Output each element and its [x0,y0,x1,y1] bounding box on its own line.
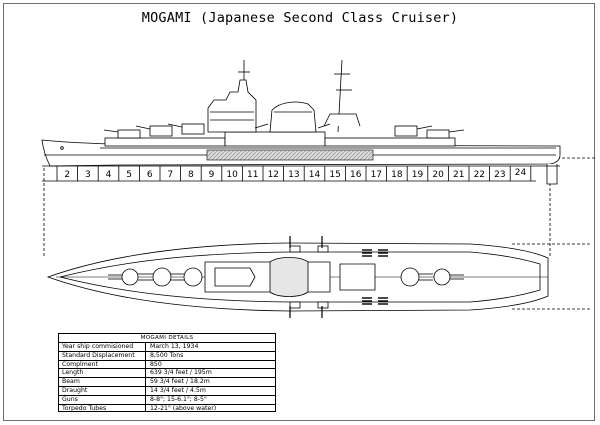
frame-number: 21 [453,170,464,180]
bridge-tower [207,79,257,133]
turret-5-side [426,129,450,139]
turret-2-side [149,125,173,137]
frame-number: 15 [329,170,340,180]
frame-number: 24 [515,168,527,178]
details-row: Complment 850 [59,360,275,370]
frame-number: 6 [147,170,153,180]
turret-2-barrel [135,125,151,130]
details-label: Complment [59,360,146,369]
plan-turret-5 [433,268,464,286]
frame-number: 23 [494,170,505,180]
frame-number: 4 [106,170,112,180]
plan-funnel [269,257,309,297]
turret-3-side [181,123,205,135]
plan-mount-port-1 [289,245,301,253]
turret-4-side [394,125,418,137]
details-label: Length [59,369,146,378]
details-value: 639 3/4 feet / 195m [150,369,212,377]
frame-number: 17 [371,170,382,180]
turret-3-barrel [167,123,183,128]
secondary-gun-2 [317,123,331,129]
aft-deck [324,137,456,147]
details-row: Length 639 3/4 feet / 195m [59,369,275,379]
plan-bridge [214,267,256,287]
frame-number: 13 [288,170,299,180]
details-label: Draught [59,386,146,395]
frame-number: 11 [247,170,258,180]
details-value: 14 3/4 feet / 4.5m [150,386,206,394]
turret-5-barrel [448,129,465,133]
details-row: Standard Displacement 8,500 Tons [59,351,275,361]
frame-number: 10 [226,170,238,180]
turret-4-barrel [416,125,433,130]
side-profile [41,59,596,258]
details-row: Draught 14 3/4 feet / 4.5m [59,386,275,396]
aft-superstructure [323,113,361,127]
plan-mount-stbd-1 [289,301,301,309]
details-table: MOGAMI DETAILS Year ship commisioned Marc… [58,333,276,413]
details-label: Standard Displacement [59,351,146,360]
frame-number: 19 [412,170,424,180]
details-value: 12-21" (above water) [150,404,217,412]
plan-turret-3 [170,267,203,287]
details-label: Beam [59,378,146,386]
details-row: Guns 8-8"; 15-6.1"; 8-5" [59,395,275,405]
turret-1-barrel [103,129,119,133]
plan-turret-2 [138,267,172,287]
frame-number: 8 [188,170,194,180]
frame-number: 2 [64,170,70,180]
frame-number: 9 [209,170,215,180]
plan-mount-port-2 [317,245,329,253]
frame-number: 14 [309,170,321,180]
plan-turret-4 [400,267,433,287]
frame-number: 7 [167,170,173,180]
turret-1-side [117,129,141,139]
frame-ticks [56,166,532,181]
frame-number: 5 [126,170,132,180]
armour-belt [206,149,374,161]
details-label: Torpedo Tubes [59,404,146,413]
details-value: March 13, 1934 [150,343,199,350]
rudder [546,164,558,185]
plan-mount-stbd-2 [317,301,329,309]
frame-number: 22 [474,170,485,180]
plan-view [46,236,590,318]
funnel [269,101,317,133]
details-row: Torpedo Tubes 12-21" (above water) [59,404,275,413]
details-value: 8-8"; 15-6.1"; 8-5" [150,395,207,403]
details-value: 59 3/4 feet / 18.2m [150,378,210,386]
frame-number: 20 [432,170,444,180]
plan-torpedo-tubes [362,249,388,305]
midship-deckhouse [224,131,326,147]
frame-number: 12 [268,170,279,180]
details-value: 850 [150,360,162,368]
details-label: Guns [59,395,146,404]
details-value: 8,500 Tons [150,351,184,359]
frame-number: 3 [85,170,91,180]
frame-number: 16 [350,170,362,180]
page-title: MOGAMI (Japanese Second Class Cruiser) [141,10,459,26]
plan-aft-superstructure [339,263,376,291]
frame-number: 18 [391,170,403,180]
details-label: Year ship commisioned [59,343,146,351]
forecastle-deck [104,137,226,147]
plan-turret-1 [108,268,139,286]
secondary-gun-1 [254,123,269,129]
details-row: Beam 59 3/4 feet / 18.2m [59,378,275,387]
anchor-hawse [60,146,64,150]
details-header: MOGAMI DETAILS [59,334,275,343]
details-row: Year ship commisioned March 13, 1934 [59,343,275,352]
